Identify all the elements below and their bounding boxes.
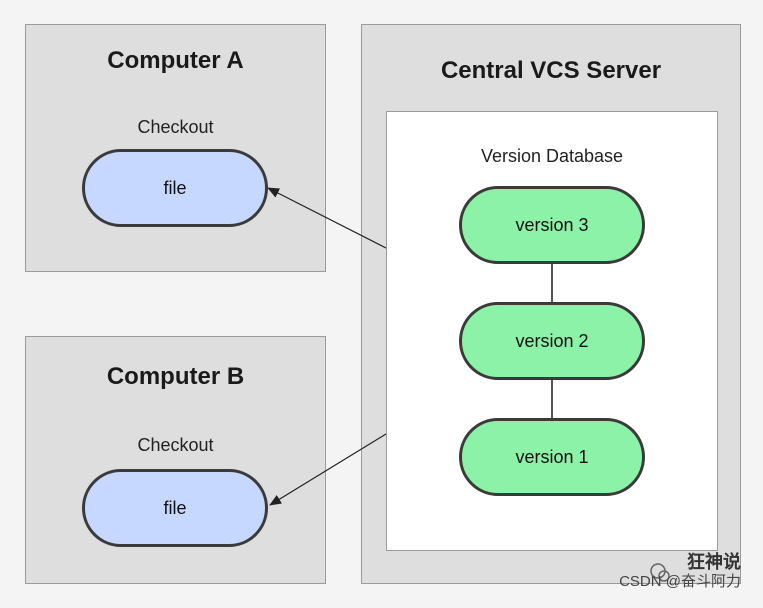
wechat-icon: [650, 563, 670, 582]
computer-a-caption: Checkout: [137, 117, 214, 137]
version-1-node: version 1: [459, 418, 645, 496]
computer-b-caption: Checkout: [137, 435, 214, 455]
version-connector-2-1: [551, 378, 553, 420]
computer-b-file: file: [82, 469, 268, 547]
version-3-label: version 3: [515, 214, 589, 235]
computer-b-title: Computer B: [106, 363, 245, 390]
arrow-to-computer-b: [269, 433, 387, 506]
watermark-line1: 狂神说: [687, 552, 741, 572]
arrow-to-computer-a: [267, 187, 387, 249]
computer-b-file-label: file: [163, 497, 187, 518]
version-2-node: version 2: [459, 302, 645, 380]
computer-a-panel: Computer A Checkout file: [25, 24, 326, 272]
server-panel: Central VCS Server Version Database vers…: [361, 24, 741, 584]
computer-a-file-label: file: [163, 177, 187, 198]
watermark: 狂神说 CSDN @奋斗阿力: [619, 552, 741, 592]
server-title: Central VCS Server: [440, 57, 662, 84]
version-database-box: Version Database version 3 version 2 ver…: [386, 111, 718, 551]
version-3-node: version 3: [459, 186, 645, 264]
computer-a-file: file: [82, 149, 268, 227]
watermark-line2: CSDN @奋斗阿力: [619, 573, 741, 590]
version-connector-3-2: [551, 262, 553, 304]
version-2-label: version 2: [515, 330, 589, 351]
computer-a-title: Computer A: [107, 47, 244, 74]
version-database-title: Version Database: [480, 146, 624, 166]
version-1-label: version 1: [515, 446, 589, 467]
computer-b-panel: Computer B Checkout file: [25, 336, 326, 584]
